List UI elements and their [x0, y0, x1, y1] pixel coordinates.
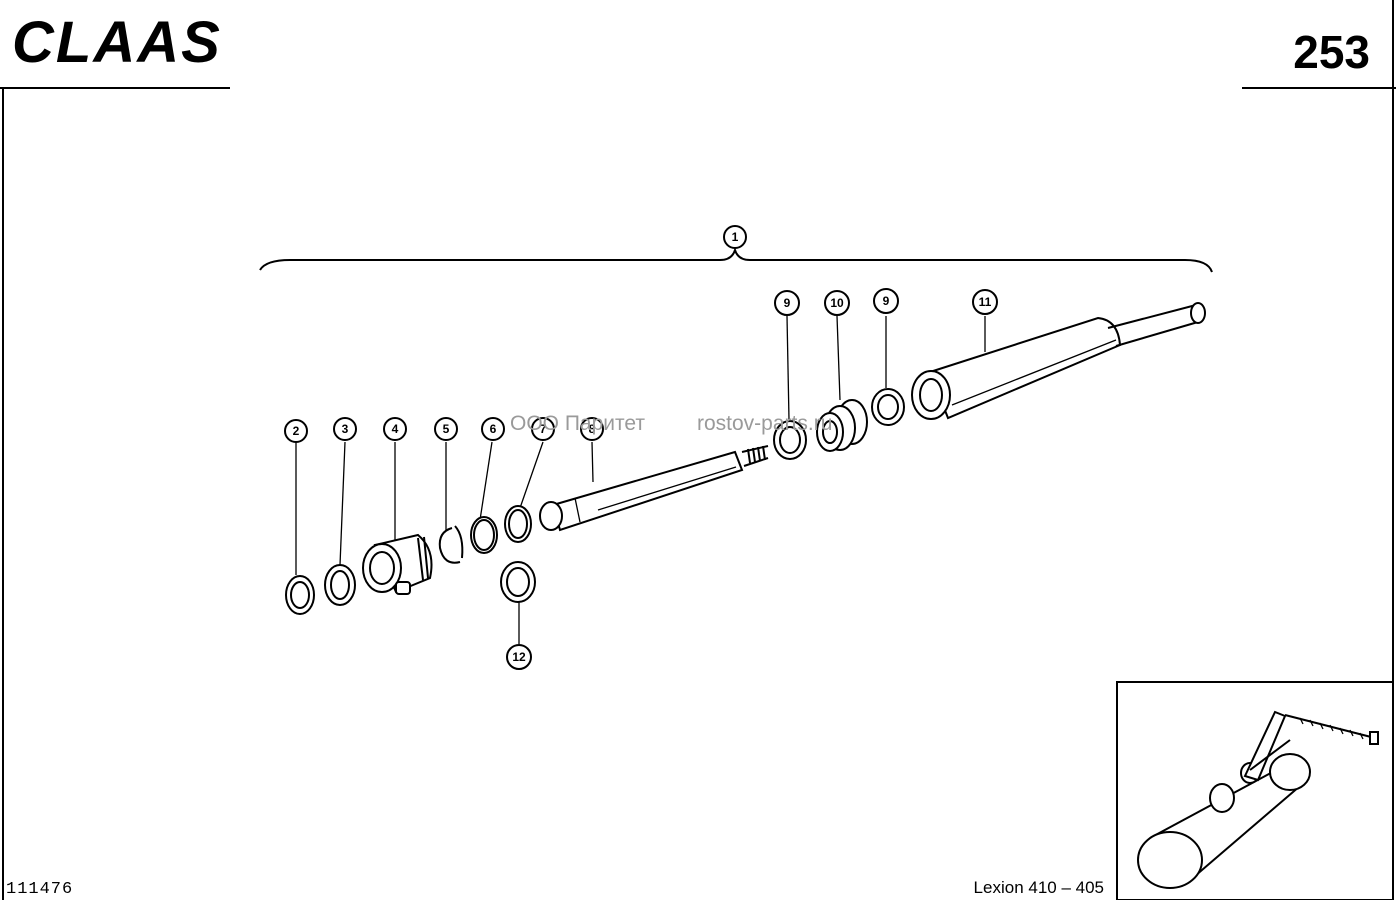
part-wiper-12	[500, 561, 536, 603]
callout-9a: 9	[774, 290, 800, 316]
part-cylinder-head	[362, 533, 433, 595]
callout-8: 8	[580, 417, 604, 441]
assembly-brace	[259, 246, 1213, 273]
part-seal-9a	[871, 388, 905, 426]
part-ring-6	[470, 516, 498, 554]
part-seal-3	[324, 564, 356, 606]
part-cylinder-barrel	[911, 302, 1206, 420]
svg-text:9: 9	[784, 296, 791, 310]
callout-6: 6	[481, 417, 505, 441]
part-ring-7	[504, 505, 532, 543]
svg-text:10: 10	[830, 296, 844, 310]
brand-logo: CLAAS	[12, 10, 222, 75]
svg-text:3: 3	[342, 422, 349, 436]
leader-lines	[295, 315, 986, 644]
svg-text:1: 1	[732, 230, 739, 244]
page-number: 253	[1293, 26, 1370, 78]
watermark-site: rostov-parts.ru	[697, 412, 832, 435]
svg-text:6: 6	[490, 422, 497, 436]
callout-12: 12	[506, 644, 532, 670]
callout-9b: 9	[873, 288, 899, 314]
callout-11: 11	[972, 289, 998, 315]
part-piston-rod	[539, 445, 769, 532]
watermark-company: ООО Паритет	[510, 412, 645, 435]
callout-3: 3	[333, 417, 357, 441]
location-inset	[1116, 681, 1394, 900]
callout-10: 10	[824, 290, 850, 316]
part-seal-9b	[773, 420, 807, 460]
svg-text:9: 9	[883, 294, 890, 308]
svg-text:11: 11	[979, 295, 992, 309]
svg-text:5: 5	[443, 422, 450, 436]
drawing-number: 111476	[6, 880, 73, 899]
svg-text:4: 4	[392, 422, 399, 436]
callout-1: 1	[723, 225, 747, 249]
svg-text:2: 2	[293, 424, 300, 438]
svg-text:8: 8	[589, 422, 596, 436]
callout-2: 2	[284, 419, 308, 443]
part-seal-2	[285, 575, 315, 615]
part-snap-ring-5	[438, 525, 464, 564]
svg-text:12: 12	[512, 650, 526, 664]
callout-5: 5	[434, 417, 458, 441]
part-piston	[816, 399, 868, 452]
svg-text:7: 7	[540, 422, 547, 436]
callouts: 1 2 3 4 5 6 7 8 9 10 9 11 12	[284, 225, 998, 670]
model-label: Lexion 410 – 405	[974, 878, 1104, 897]
callout-4: 4	[383, 417, 407, 441]
callout-7: 7	[531, 417, 555, 441]
